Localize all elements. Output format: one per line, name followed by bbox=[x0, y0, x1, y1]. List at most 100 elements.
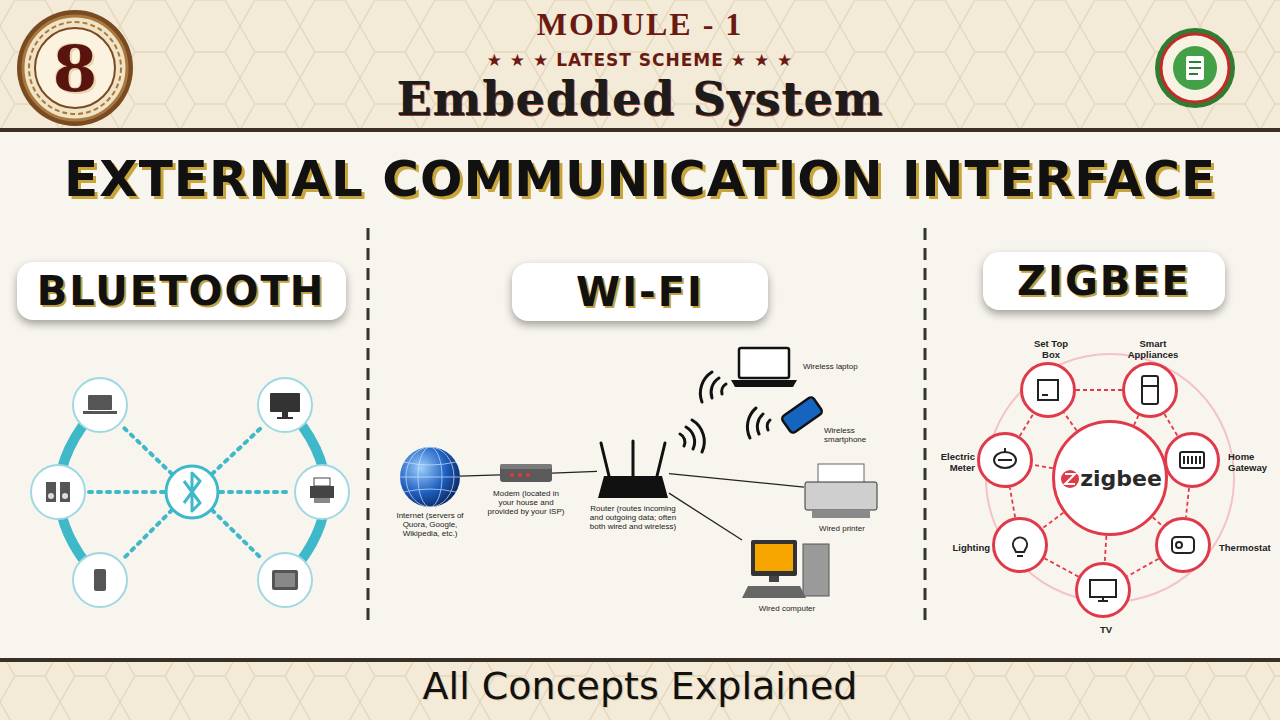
wifi-network-art bbox=[722, 384, 726, 394]
bluetooth-network bbox=[31, 465, 85, 519]
wifi-network-art bbox=[781, 396, 824, 434]
wifi-network-art bbox=[680, 434, 685, 446]
wifi-network-art bbox=[692, 420, 704, 452]
wifi-network-art bbox=[526, 473, 530, 477]
bluetooth-network bbox=[270, 393, 300, 412]
bluetooth-network bbox=[310, 486, 334, 498]
zigbee-mesh-art bbox=[1013, 537, 1027, 556]
device-label: Wired printer bbox=[800, 524, 884, 533]
column-dividers bbox=[368, 228, 925, 628]
mesh-link bbox=[1010, 488, 1015, 518]
device-label: Set Top Box bbox=[1028, 339, 1074, 361]
main-title: EXTERNAL COMMUNICATION INTERFACE bbox=[64, 150, 1216, 208]
bluetooth-network bbox=[258, 553, 312, 607]
device-label: TV bbox=[1086, 625, 1126, 636]
bluetooth-network bbox=[282, 412, 288, 417]
footer-band bbox=[0, 662, 1280, 720]
header-band bbox=[0, 0, 1280, 132]
badge-ring bbox=[17, 10, 133, 126]
device-circle: Thermostat bbox=[1155, 517, 1211, 573]
zigbee-mesh-art bbox=[993, 518, 1047, 572]
wifi-network-art bbox=[700, 372, 712, 402]
device-label: Home Gateway bbox=[1228, 452, 1278, 474]
zigbee-mesh-art bbox=[1142, 376, 1158, 404]
bluetooth-network bbox=[48, 493, 54, 499]
wifi-network-art bbox=[803, 544, 829, 596]
device-icon: Internet (servers of Quora, Google, Wiki… bbox=[400, 447, 460, 507]
device-label: Smart Appliances bbox=[1121, 339, 1185, 361]
bluetooth-network bbox=[166, 466, 218, 518]
zigbee-mesh-art bbox=[1156, 518, 1210, 572]
mesh-link bbox=[1127, 559, 1158, 577]
wifi-network-art bbox=[400, 348, 877, 598]
mesh-link bbox=[1020, 414, 1034, 436]
bluetooth-network bbox=[31, 378, 349, 607]
bluetooth-network bbox=[122, 426, 172, 474]
footer-band bbox=[0, 662, 1280, 720]
bluetooth-network bbox=[272, 570, 298, 590]
mesh-link bbox=[1045, 558, 1079, 576]
device-label: Wireless smartphone bbox=[824, 426, 894, 444]
wifi-network-art bbox=[747, 408, 756, 438]
bluetooth-network bbox=[73, 378, 127, 432]
bluetooth-network bbox=[88, 395, 112, 410]
bluetooth-network bbox=[212, 426, 263, 474]
zigbee-mesh-art bbox=[1053, 421, 1167, 535]
wifi-network-art bbox=[731, 380, 797, 387]
footer-caption: All Concepts Explained bbox=[0, 664, 1280, 708]
wifi-network-art bbox=[657, 443, 665, 476]
zigbee-mesh-art bbox=[1180, 452, 1204, 468]
network-cable bbox=[669, 474, 804, 488]
zigbee-mesh-art bbox=[978, 433, 1032, 487]
mesh-link bbox=[1076, 389, 1122, 391]
bluetooth-network bbox=[314, 478, 330, 486]
zigbee-mesh-art bbox=[1090, 580, 1116, 597]
bluetooth-network bbox=[60, 482, 70, 502]
zigbee-mesh-art bbox=[1021, 363, 1075, 417]
mesh-link bbox=[1153, 517, 1163, 526]
zigbee-mesh-art bbox=[994, 376, 1204, 601]
zigbee-mesh-art bbox=[978, 354, 1234, 617]
wifi-network-art bbox=[400, 447, 460, 507]
pill-title: WI-FI bbox=[576, 269, 704, 315]
bluetooth-network bbox=[88, 490, 164, 494]
device-circle: Smart Appliances bbox=[1122, 362, 1178, 418]
bluetooth-network bbox=[295, 465, 349, 519]
wifi-network-art bbox=[742, 586, 806, 598]
device-label: Router (routes incoming and outgoing dat… bbox=[585, 504, 681, 532]
device-label: Wired computer bbox=[742, 604, 832, 613]
wifi-network-art bbox=[632, 441, 635, 476]
zigbee-mesh-art bbox=[1098, 597, 1108, 601]
network-cable bbox=[460, 475, 500, 476]
device-icon: Wired computer bbox=[742, 538, 832, 600]
zigbee-mesh-art bbox=[1142, 385, 1158, 387]
bluetooth-network bbox=[73, 553, 127, 607]
device-circle: Electric Meter bbox=[977, 432, 1033, 488]
device-label: Lighting bbox=[938, 543, 990, 554]
wifi-network-art bbox=[400, 477, 460, 478]
zigbee-mesh-art bbox=[1172, 537, 1194, 553]
mesh-link bbox=[1164, 414, 1177, 436]
network-cable bbox=[552, 471, 597, 473]
wifi-network-art bbox=[686, 427, 695, 449]
wifi-network-art bbox=[818, 464, 864, 484]
title-pill: ZIGBEE bbox=[983, 252, 1225, 310]
pill-title: BLUETOOTH bbox=[37, 268, 325, 314]
column-dividers bbox=[924, 228, 927, 628]
wifi-network-art bbox=[400, 447, 460, 507]
device-circle: Set Top Box bbox=[1020, 362, 1076, 418]
bluetooth-network bbox=[212, 510, 263, 560]
mesh-link bbox=[1105, 536, 1107, 562]
device-icon: Modem (located in your house and provide… bbox=[500, 463, 552, 485]
scheme-tag: ★ ★ ★ LATEST SCHEME ★ ★ ★ bbox=[0, 50, 1280, 70]
title-pill: BLUETOOTH bbox=[17, 262, 346, 320]
wifi-network-art bbox=[598, 476, 668, 498]
bluetooth-network bbox=[62, 493, 68, 499]
bluetooth-network bbox=[31, 378, 349, 607]
bluetooth-network bbox=[83, 411, 117, 414]
logo-emblem bbox=[1189, 62, 1201, 74]
badge-number: 8 bbox=[53, 31, 98, 106]
wifi-network-art bbox=[812, 510, 870, 518]
badge-ring bbox=[17, 10, 133, 126]
zigbee-mesh-art bbox=[1061, 470, 1079, 488]
